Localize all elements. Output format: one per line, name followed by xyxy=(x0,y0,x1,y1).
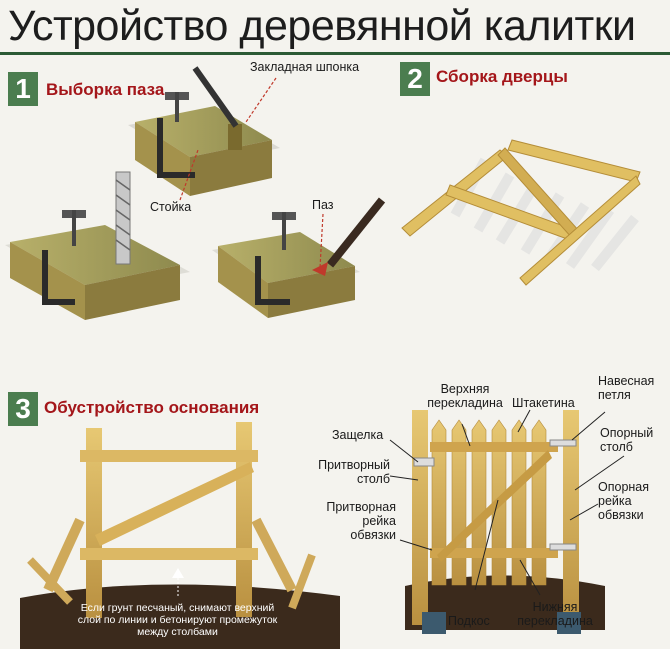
beam-3-illustration xyxy=(212,197,386,318)
step-2-badge: 2 xyxy=(400,62,430,96)
label-groove: Паз xyxy=(312,198,334,212)
step-3-title: Обустройство основания xyxy=(44,398,260,417)
step-3-badge: 3 xyxy=(8,392,38,426)
base-frame-illustration xyxy=(20,422,340,649)
step-1-title: Выборка паза xyxy=(46,80,165,99)
step-2-title: Сборка дверцы xyxy=(436,67,568,86)
label-picket: Штакетина xyxy=(512,396,575,410)
label-latch: Защелка xyxy=(332,428,384,442)
leader-lines-step1 xyxy=(179,77,324,269)
ground-note: Если грунт песчаный, снимают верхний сло… xyxy=(77,602,278,638)
step-1-badge: 1 xyxy=(8,72,38,106)
label-key: Закладная шпонка xyxy=(250,60,360,74)
title-underline xyxy=(0,52,670,55)
page-title: Устройство деревянной калитки xyxy=(8,2,636,50)
label-post: Стойка xyxy=(150,200,192,214)
label-brace: Подкос xyxy=(448,614,490,628)
gate-illustration xyxy=(405,410,605,634)
leader-lines-gate xyxy=(389,409,625,596)
beam-2-illustration xyxy=(5,171,190,320)
beam-1-illustration xyxy=(128,66,280,196)
door-frame-illustration xyxy=(401,139,641,286)
